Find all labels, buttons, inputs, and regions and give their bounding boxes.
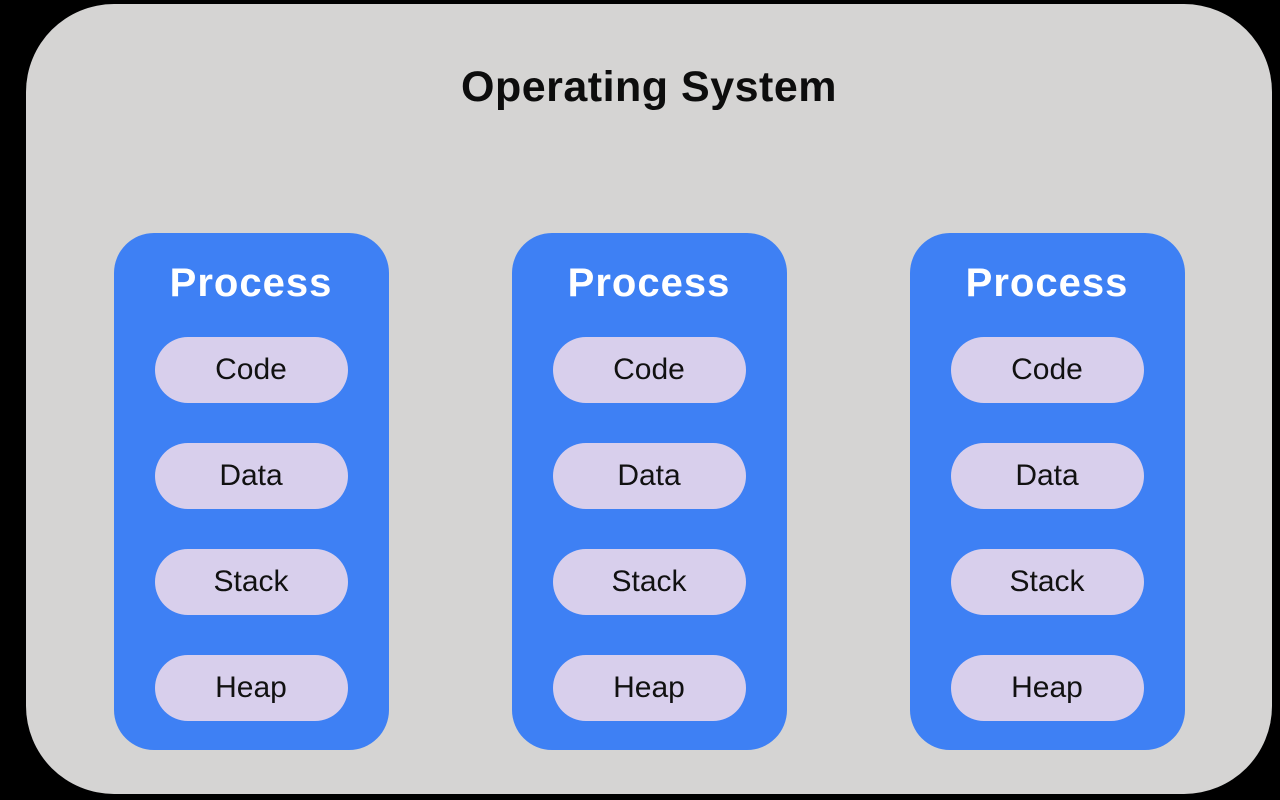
segment-data: Data (154, 443, 348, 509)
segment-stack: Stack (552, 549, 746, 615)
segment-list: Code Data Stack Heap (154, 337, 348, 721)
segment-data: Data (950, 443, 1144, 509)
segment-heap: Heap (950, 655, 1144, 721)
segment-code: Code (950, 337, 1144, 403)
segment-list: Code Data Stack Heap (552, 337, 746, 721)
process-box-1: Process Code Data Stack Heap (113, 233, 389, 750)
segment-stack: Stack (154, 549, 348, 615)
process-title: Process (567, 261, 731, 305)
segment-data: Data (552, 443, 746, 509)
process-title: Process (169, 261, 333, 305)
segment-heap: Heap (154, 655, 348, 721)
segment-heap: Heap (552, 655, 746, 721)
diagram-title: Operating System (461, 63, 837, 111)
process-box-3: Process Code Data Stack Heap (909, 233, 1185, 750)
segment-code: Code (154, 337, 348, 403)
process-row: Process Code Data Stack Heap Process Cod… (26, 233, 1272, 750)
process-title: Process (965, 261, 1129, 305)
operating-system-panel: Operating System Process Code Data Stack… (26, 4, 1272, 794)
process-box-2: Process Code Data Stack Heap (511, 233, 787, 750)
segment-code: Code (552, 337, 746, 403)
segment-list: Code Data Stack Heap (950, 337, 1144, 721)
segment-stack: Stack (950, 549, 1144, 615)
